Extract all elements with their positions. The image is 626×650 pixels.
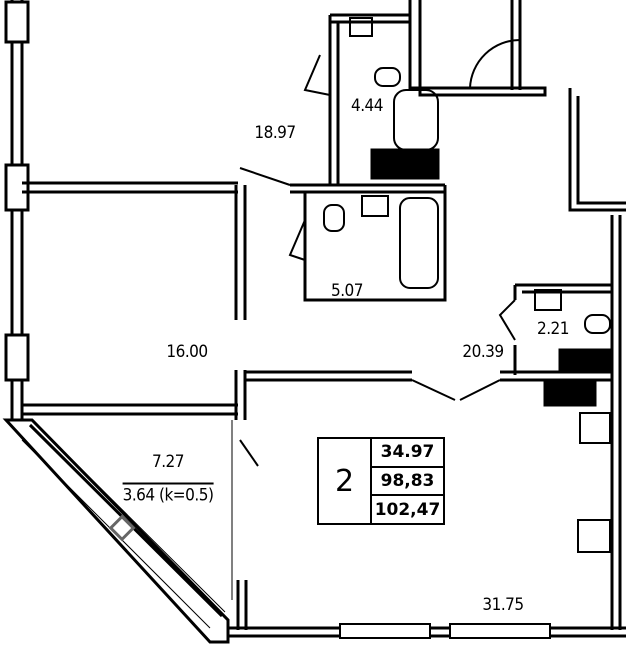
- total-area: 98,83: [372, 465, 443, 495]
- radiator: [558, 348, 612, 372]
- room-area-hallway: 20.39: [462, 342, 504, 362]
- stove: [577, 519, 611, 553]
- radiator: [543, 381, 597, 407]
- room-area-wc: 2.21: [536, 319, 570, 339]
- living-area: 34.97: [380, 442, 435, 463]
- entrance-door: [469, 38, 521, 89]
- balcony-reduced-area: 3.64 (k=0.5): [122, 482, 214, 506]
- room-area-bedroom-left: 16.00: [166, 342, 208, 362]
- window-pier: [4, 333, 30, 382]
- total-area-with-balcony: 102,47: [372, 494, 443, 523]
- balcony-door: [239, 439, 259, 467]
- window-pier: [4, 0, 30, 44]
- room-area-bedroom-top: 18.97: [254, 123, 296, 143]
- room-area-bathroom-top: 4.44: [350, 96, 384, 116]
- balcony-corner: [2, 418, 230, 644]
- room-area-bathroom-middle: 5.07: [330, 281, 364, 301]
- window-pier: [4, 163, 30, 212]
- room-area-kitchen-living: 31.75: [482, 595, 524, 615]
- balcony-area: 7.27: [151, 452, 185, 472]
- radiator: [370, 148, 440, 180]
- window-vent: [108, 514, 136, 542]
- area-summary-box: 2 34.97 98,83 102,47: [317, 437, 445, 525]
- bedroom-divider: [22, 181, 238, 194]
- room-count: 2: [319, 439, 372, 523]
